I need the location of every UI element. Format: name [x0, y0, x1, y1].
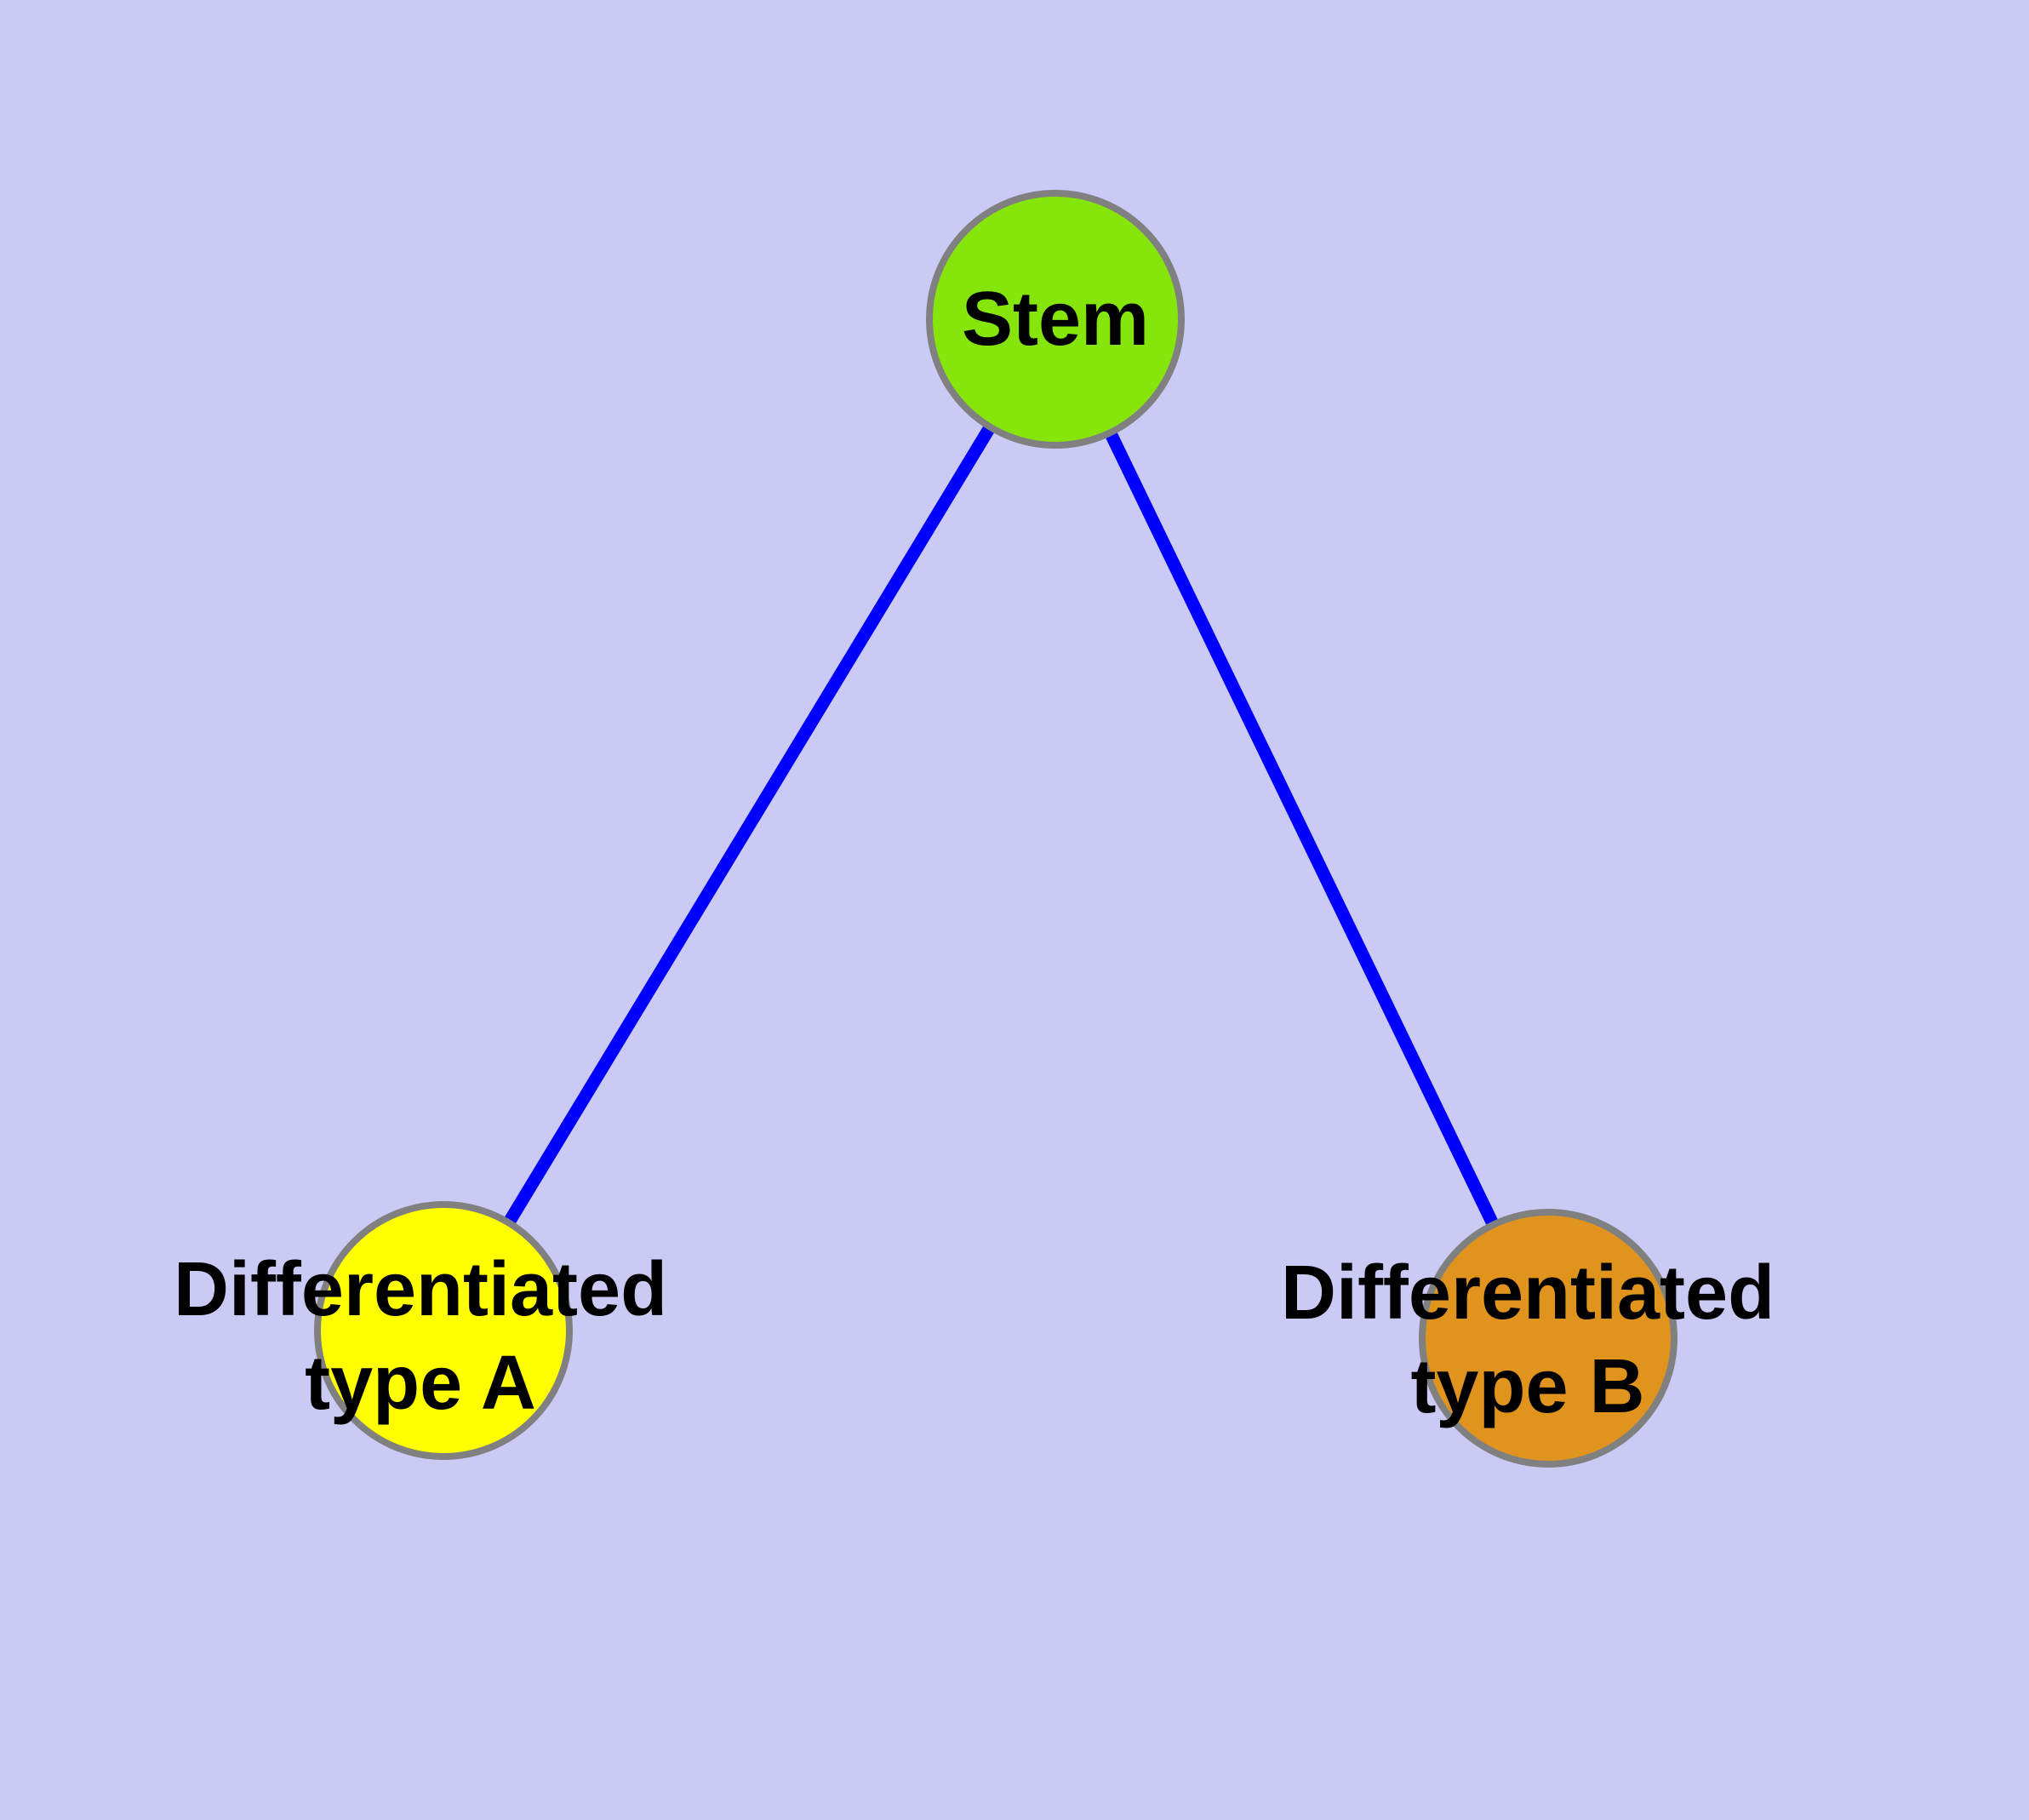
node-type-a-label: Differentiated type A [173, 1247, 668, 1426]
edge-stem-to-type-a [437, 312, 1062, 1337]
node-stem-circle [926, 190, 1185, 449]
node-type-a-circle [314, 1201, 573, 1460]
node-type-b-label: Differentiated type B [1280, 1251, 1775, 1429]
edge-stem-to-type-b [1049, 312, 1555, 1345]
node-stem-label: Stem [961, 277, 1150, 362]
node-type-b-circle [1419, 1209, 1677, 1468]
